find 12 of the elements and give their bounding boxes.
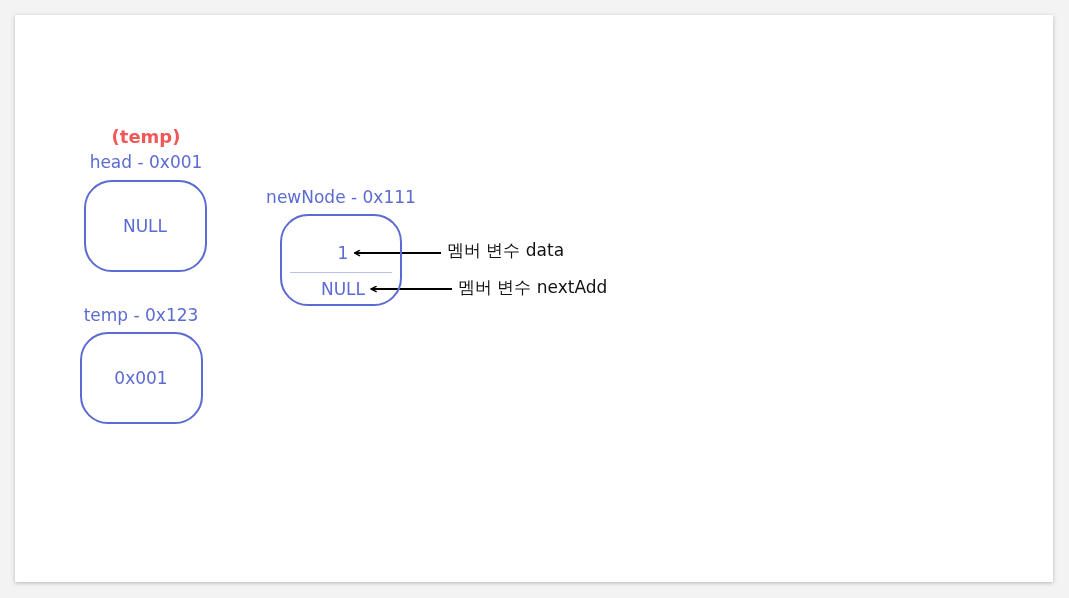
field-value: NULL — [320, 279, 366, 299]
value-text: NULL — [122, 215, 168, 236]
arrow — [353, 249, 442, 257]
arrow — [370, 285, 453, 293]
variable-label: head - 0x001 — [89, 152, 203, 172]
alias-label: (temp) — [111, 126, 181, 147]
variable-label: temp - 0x123 — [83, 305, 199, 325]
annotation-text: 멤버 변수 nextAdd — [458, 275, 608, 299]
variable-label: newNode - 0x111 — [266, 187, 416, 207]
annotation-text: 멤버 변수 data — [447, 238, 565, 262]
value-text: 0x001 — [114, 367, 168, 388]
field-value: 1 — [337, 243, 349, 263]
